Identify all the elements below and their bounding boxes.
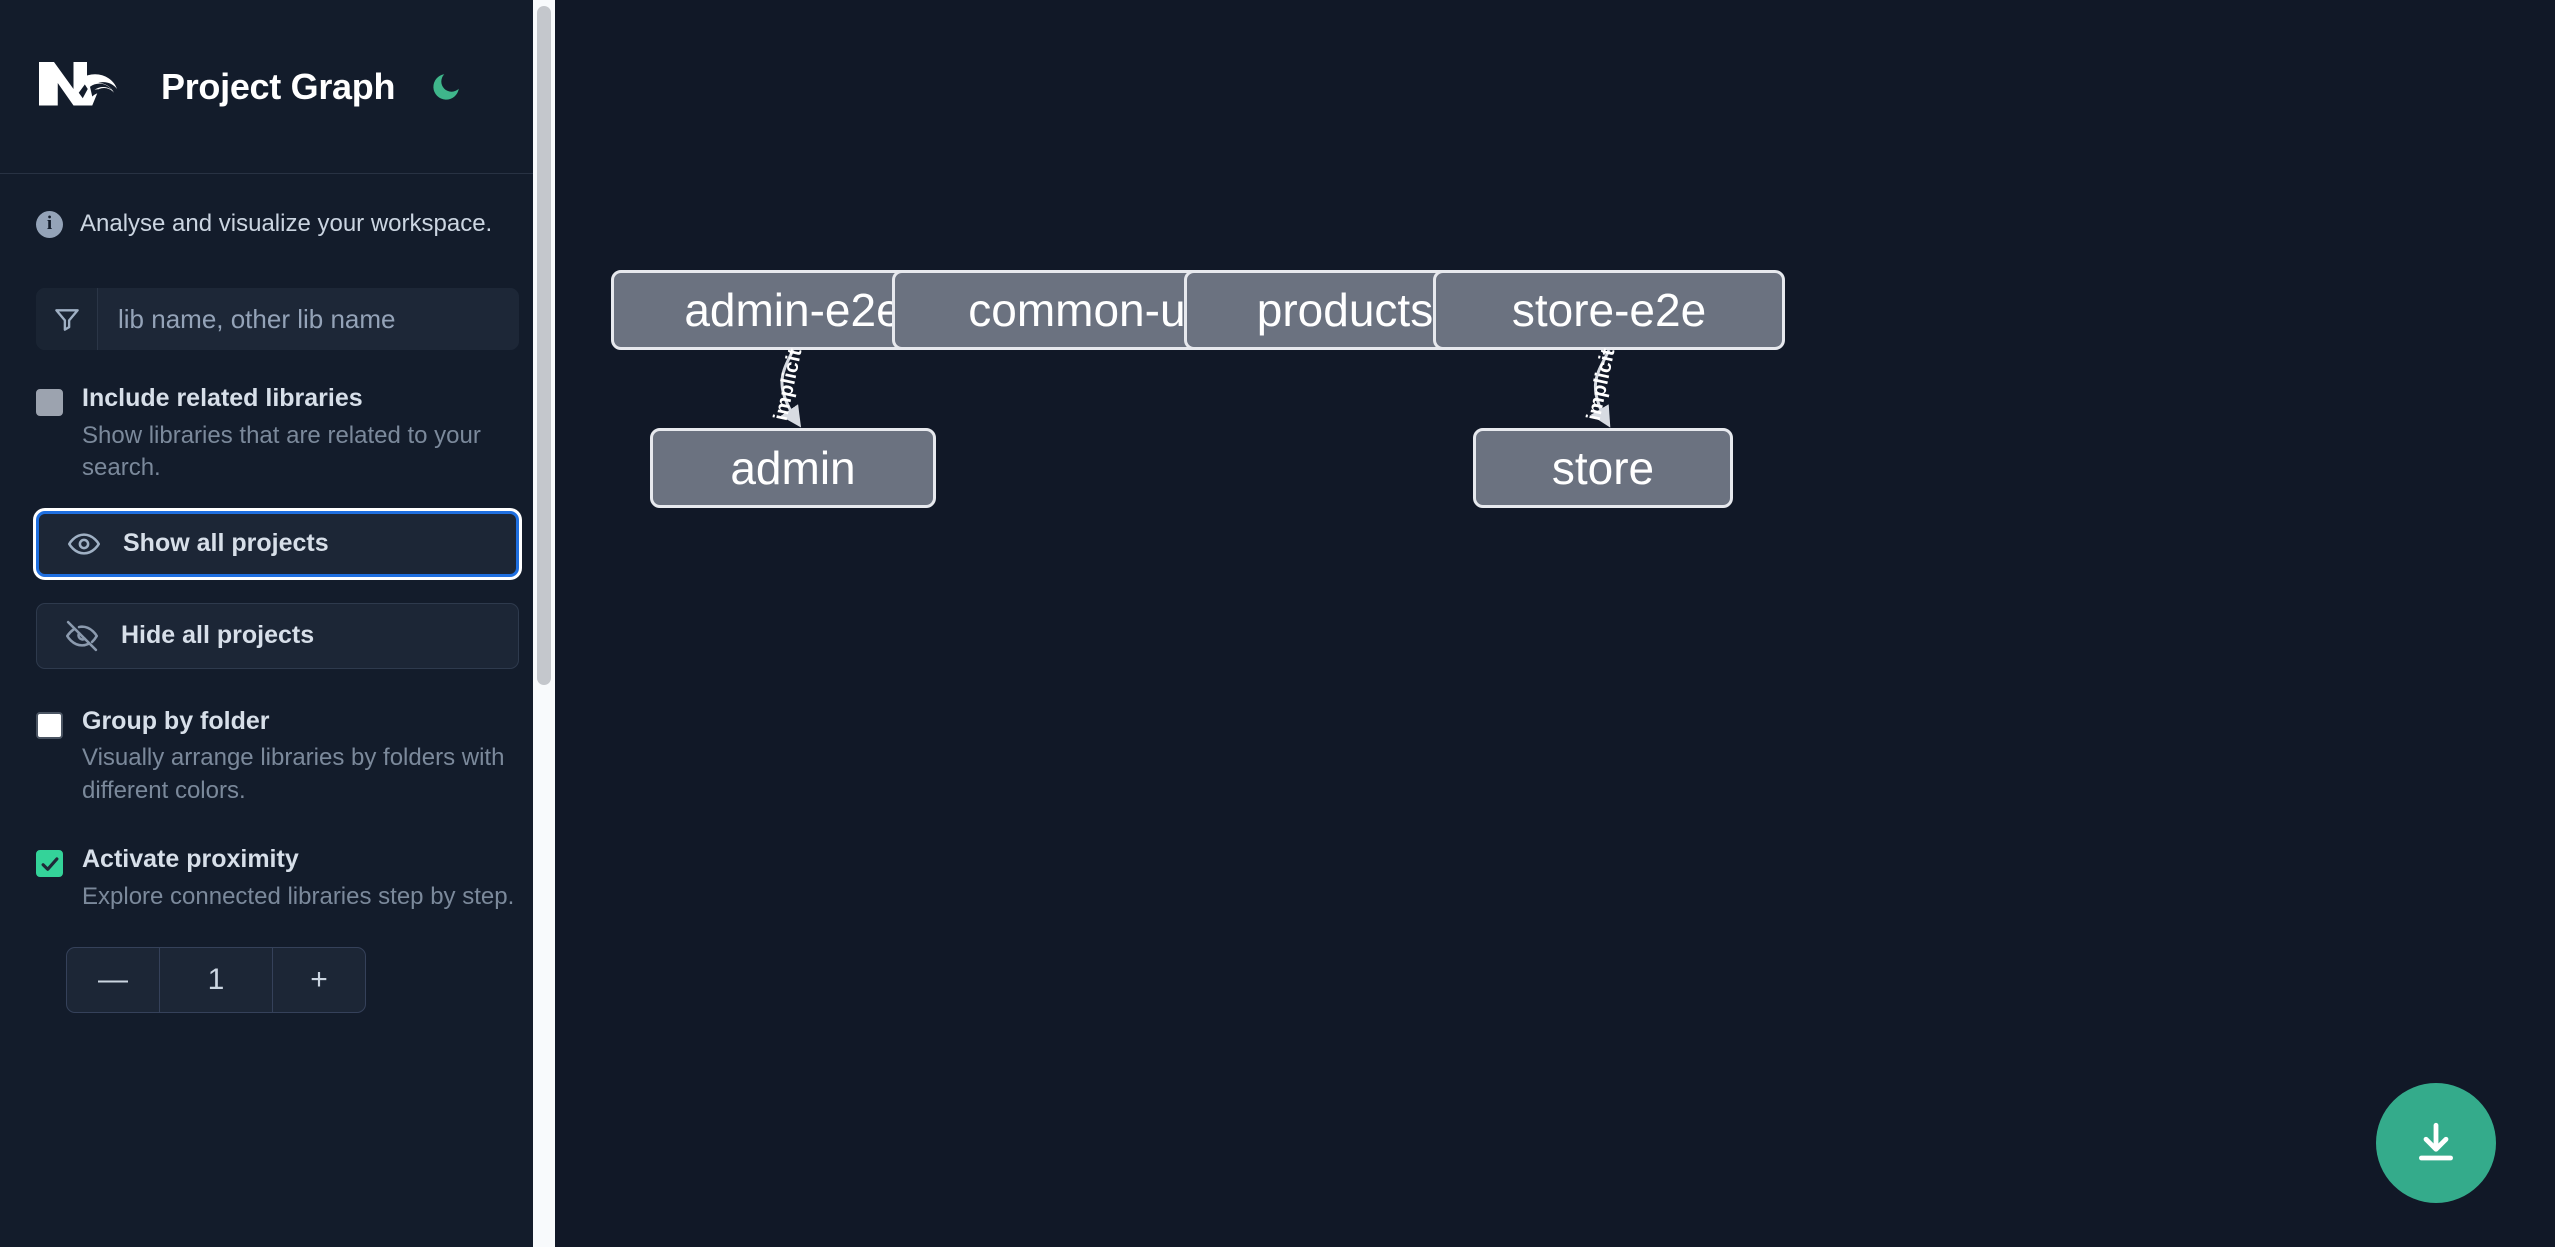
nx-logo-icon: [36, 56, 126, 118]
option-include-related-libraries[interactable]: Include related libraries Show libraries…: [36, 384, 519, 485]
graph-node-store-e2e[interactable]: store-e2e: [1433, 270, 1785, 350]
option-description: Show libraries that are related to your …: [82, 421, 481, 482]
option-description: Visually arrange libraries by folders wi…: [82, 744, 505, 804]
option-group-by-folder[interactable]: Group by folder Visually arrange librari…: [36, 707, 519, 808]
proximity-stepper[interactable]: — 1 +: [66, 947, 366, 1014]
activate-proximity-checkbox[interactable]: [36, 850, 63, 878]
include-related-libraries-checkbox[interactable]: [36, 389, 63, 416]
download-button[interactable]: [2376, 1083, 2496, 1203]
option-title: Include related libraries: [82, 384, 363, 412]
graph-node-store[interactable]: store: [1473, 428, 1733, 508]
sidebar-scrollbar[interactable]: [533, 0, 555, 1247]
option-activate-proximity[interactable]: Activate proximity Explore connected lib…: [36, 845, 519, 913]
eye-icon: [67, 527, 101, 561]
proximity-decrement-button[interactable]: —: [98, 963, 128, 997]
option-title: Activate proximity: [82, 845, 299, 874]
show-all-projects-button[interactable]: Show all projects: [36, 510, 519, 577]
group-by-folder-checkbox[interactable]: [36, 711, 63, 739]
option-description: Explore connected libraries step by step…: [82, 882, 515, 910]
sidebar-scrollbar-thumb[interactable]: [537, 6, 551, 685]
hide-all-projects-label: Hide all projects: [121, 621, 315, 650]
graph-node-admin[interactable]: admin: [650, 428, 936, 508]
graph-edge: [780, 349, 802, 428]
graph-edges: [780, 349, 1611, 428]
sidebar: Project Graph i Analyse and visualize yo…: [0, 0, 555, 1247]
proximity-value[interactable]: 1: [159, 948, 273, 1013]
workspace-info: i Analyse and visualize your workspace.: [36, 174, 519, 238]
hide-all-projects-button[interactable]: Hide all projects: [36, 602, 519, 669]
option-title: Group by folder: [82, 706, 270, 735]
filter-field[interactable]: [36, 288, 519, 350]
show-all-projects-label: Show all projects: [123, 529, 329, 558]
search-input[interactable]: [98, 288, 519, 350]
graph-edge: [1590, 349, 1611, 428]
proximity-increment-button[interactable]: +: [310, 963, 328, 997]
moon-icon[interactable]: [425, 66, 467, 108]
sidebar-body: i Analyse and visualize your workspace. …: [0, 174, 555, 1014]
page-title: Project Graph: [161, 65, 396, 107]
info-icon: i: [36, 210, 63, 238]
sidebar-header: Project Graph: [0, 0, 555, 174]
eye-off-icon: [65, 619, 99, 653]
funnel-icon: [36, 288, 98, 350]
workspace-info-text: Analyse and visualize your workspace.: [80, 210, 493, 237]
